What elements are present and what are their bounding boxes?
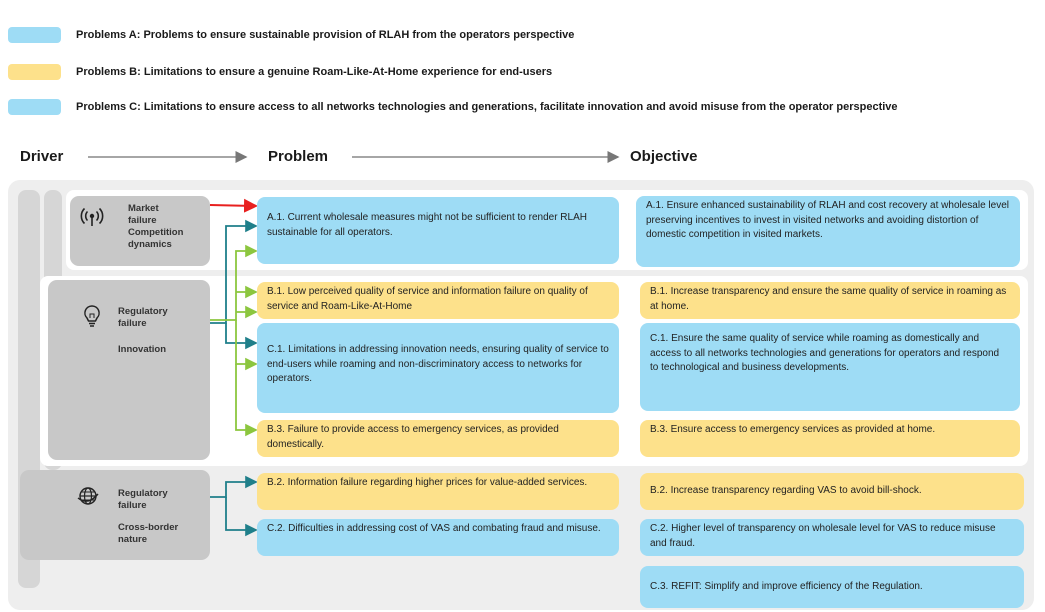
driver-regulatory-crossborder — [20, 470, 210, 560]
driver-market-line4: dynamics — [128, 239, 172, 250]
driver-regulatory2-text: Regulatory failure Cross-border nature — [118, 488, 178, 546]
driver-regulatory-innovation — [48, 280, 210, 460]
objective-b1: B.1. Increase transparency and ensure th… — [640, 282, 1020, 319]
driver-regulatory1-line2: failure — [118, 318, 147, 329]
arrow-crossborder-b2 — [210, 475, 258, 498]
header-objective: Objective — [630, 148, 698, 165]
objective-c2: C.2. Higher level of transparency on who… — [640, 519, 1024, 556]
driver-regulatory2-line1: Regulatory — [118, 488, 168, 499]
driver-market-line2: failure — [128, 215, 157, 226]
arrow-innovation-c1b — [235, 320, 258, 371]
header-driver: Driver — [20, 148, 64, 165]
header-problem: Problem — [268, 148, 329, 165]
objective-c3: C.3. REFIT: Simplify and improve efficie… — [640, 566, 1024, 608]
driver-regulatory2-line4: nature — [118, 534, 148, 545]
problem-a1: A.1. Current wholesale measures might no… — [257, 197, 619, 264]
arrow-crossborder-c2 — [225, 497, 258, 537]
globe-icon — [77, 487, 99, 505]
legend-text-c: Problems C: Limitations to ensure access… — [76, 101, 898, 113]
objective-b2: B.2. Increase transparency regarding VAS… — [640, 473, 1024, 510]
driver-regulatory1-text: Regulatory failure Innovation — [118, 306, 168, 356]
legend-swatch-c — [8, 99, 61, 115]
driver-regulatory1-line3: Innovation — [118, 344, 167, 355]
objective-b3: B.3. Ensure access to emergency services… — [640, 420, 1020, 457]
problem-c2: C.2. Difficulties in addressing cost of … — [257, 519, 619, 556]
arrow-innovation-a1 — [210, 219, 258, 324]
arrow-innovation-c1 — [225, 323, 258, 350]
arrow-innovation-b1 — [210, 244, 258, 321]
problem-b2: B.2. Information failure regarding highe… — [257, 473, 619, 510]
objective-a1: A.1. Ensure enhanced sustainability of R… — [636, 196, 1020, 267]
objective-c1: C.1. Ensure the same quality of service … — [640, 323, 1020, 411]
driver-regulatory2-line2: failure — [118, 500, 147, 511]
driver-market-line3: Competition — [128, 227, 184, 238]
problem-b3: B.3. Failure to provide access to emerge… — [257, 420, 619, 457]
problem-b1: B.1. Low perceived quality of service an… — [257, 282, 619, 319]
driver-regulatory1-line1: Regulatory — [118, 306, 168, 317]
legend-swatch-b — [8, 64, 61, 80]
lightbulb-icon — [84, 305, 100, 327]
signal-broadcast-icon — [80, 207, 104, 226]
legend-text-b: Problems B: Limitations to ensure a genu… — [76, 66, 553, 78]
driver-market-text: Market failure Competition dynamics — [128, 203, 183, 251]
driver-market-line1: Market — [128, 203, 159, 214]
arrow-market-a1 — [209, 198, 258, 213]
legend-text-a: Problems A: Problems to ensure sustainab… — [76, 29, 575, 41]
driver-market-failure — [70, 196, 210, 266]
arrow-innovation-b3 — [235, 364, 258, 437]
problem-c1: C.1. Limitations in addressing innovatio… — [257, 323, 619, 413]
driver-regulatory2-line3: Cross-border — [118, 522, 179, 533]
legend-swatch-a — [8, 27, 61, 43]
